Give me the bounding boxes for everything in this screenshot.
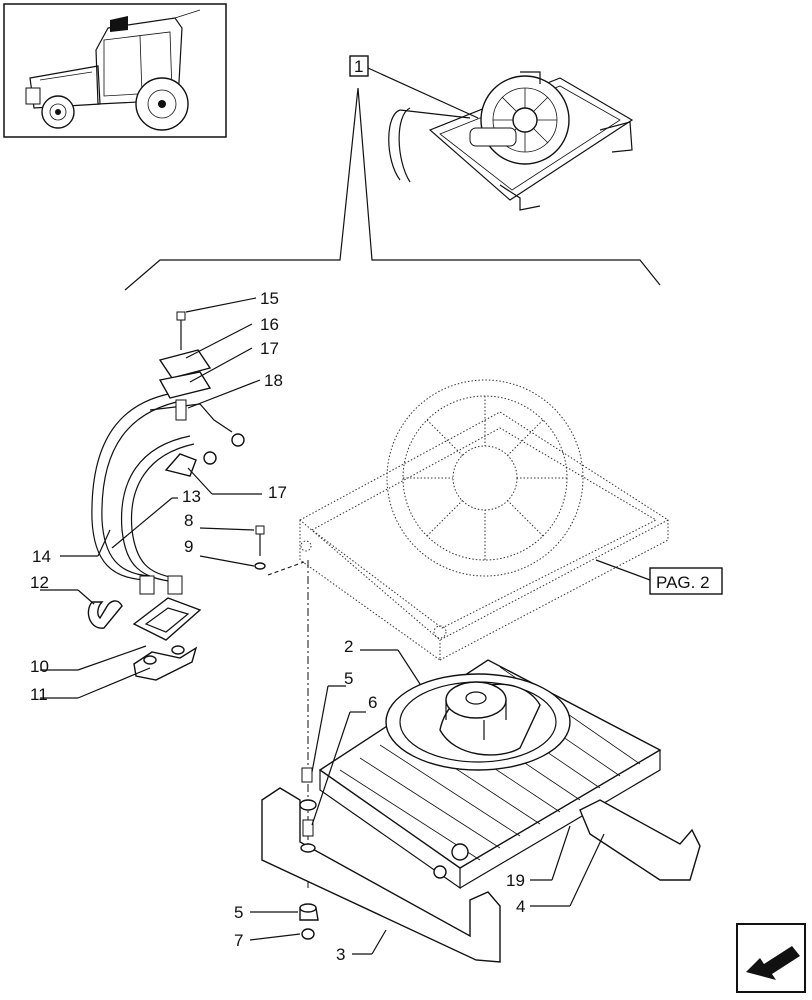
support-bracket xyxy=(261,787,701,963)
next-page-arrow-icon[interactable] xyxy=(736,923,806,993)
callout-2: 2 xyxy=(344,637,353,656)
mounting-grommets xyxy=(299,767,319,940)
callout-5-lower: 5 xyxy=(234,903,243,922)
callout-13: 13 xyxy=(182,487,201,506)
condenser-assembly-overview xyxy=(388,71,634,211)
screw-axis xyxy=(267,561,305,576)
callout-leaders xyxy=(40,297,605,955)
callout-17-lower: 17 xyxy=(268,483,287,502)
callout-3: 3 xyxy=(336,945,345,964)
callout-14: 14 xyxy=(32,547,51,566)
callout-6: 6 xyxy=(368,693,377,712)
tractor-thumbnail xyxy=(3,3,227,138)
callout-12: 12 xyxy=(30,573,49,592)
callout-numbers: 15 16 17 18 17 13 8 9 14 12 10 11 2 5 6 … xyxy=(30,289,525,964)
callout-11: 11 xyxy=(30,685,48,704)
bolt-and-washer xyxy=(254,525,266,570)
page-reference-label: PAG. 2 xyxy=(656,573,710,592)
assembly-label-box: 1 xyxy=(349,55,479,119)
callout-16: 16 xyxy=(260,315,279,334)
callout-18: 18 xyxy=(264,371,283,390)
callout-19: 19 xyxy=(506,871,525,890)
pipe-clamps xyxy=(158,311,212,477)
page-reference: PAG. 2 xyxy=(595,559,723,595)
pipe-clip xyxy=(87,600,123,629)
callout-15: 15 xyxy=(260,289,279,308)
callout-9: 9 xyxy=(184,537,193,556)
rubber-pad xyxy=(132,597,202,681)
callout-10: 10 xyxy=(30,657,49,676)
callout-7: 7 xyxy=(234,931,243,950)
callout-4: 4 xyxy=(516,897,525,916)
callout-17-upper: 17 xyxy=(260,339,279,358)
callout-5-upper: 5 xyxy=(344,669,353,688)
callout-8: 8 xyxy=(184,511,193,530)
assembly-label: 1 xyxy=(354,57,363,76)
detail-bracket xyxy=(124,87,661,291)
electric-fan xyxy=(385,673,571,771)
refrigerant-pipes xyxy=(91,391,245,595)
phantom-fan-frame xyxy=(299,379,669,661)
